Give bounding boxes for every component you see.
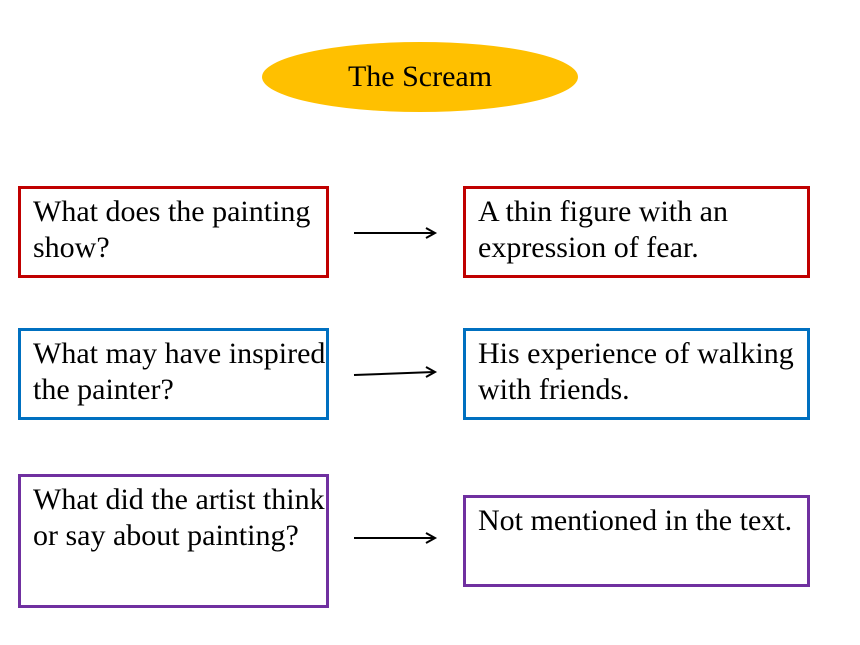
question-box-2: What may have inspired the painter?: [18, 328, 329, 420]
answer-text-3: Not mentioned in the text.: [478, 504, 793, 537]
question-box-1: What does the painting show?: [18, 186, 329, 278]
answer-text-2: His experience of walking with friends.: [478, 337, 794, 406]
answer-box-1: A thin figure with an expression of fear…: [463, 186, 810, 278]
right-arrow-icon: [354, 532, 438, 544]
question-text-1: What does the painting show?: [33, 195, 311, 264]
answer-box-2: His experience of walking with friends.: [463, 328, 810, 420]
question-text-3: What did the artist think or say about p…: [33, 483, 325, 552]
question-box-3: What did the artist think or say about p…: [18, 474, 329, 608]
answer-box-3: Not mentioned in the text.: [463, 495, 810, 587]
right-arrow-icon: [354, 227, 438, 239]
title-ellipse: The Scream: [262, 42, 578, 112]
answer-text-1: A thin figure with an expression of fear…: [478, 195, 728, 264]
right-arrow-icon: [353, 366, 438, 378]
question-text-2: What may have inspired the painter?: [33, 337, 326, 406]
diagram-title: The Scream: [347, 60, 493, 93]
